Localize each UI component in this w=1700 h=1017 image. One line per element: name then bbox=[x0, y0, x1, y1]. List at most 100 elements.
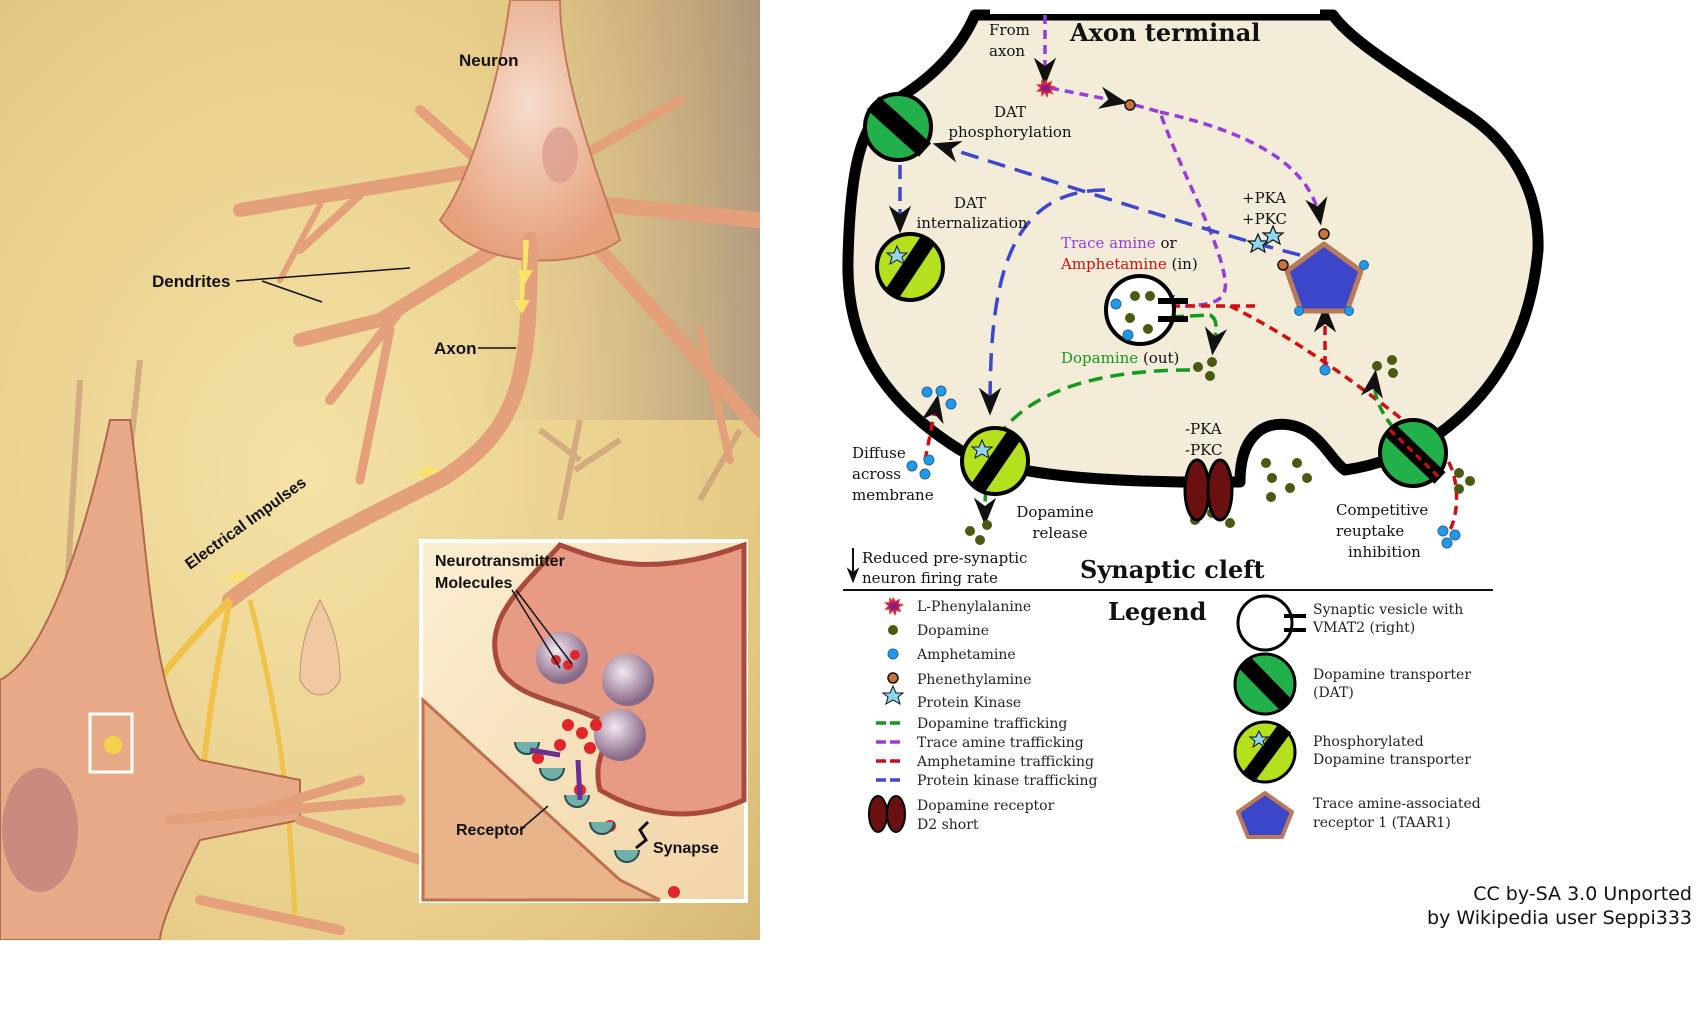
title-synaptic-cleft: Synaptic cleft bbox=[1080, 555, 1265, 584]
protein-kinase-icon bbox=[1261, 224, 1285, 246]
amphetamine-molecules bbox=[906, 364, 1461, 549]
title-legend: Legend bbox=[1108, 597, 1207, 626]
pk-to-phosphorylated-dat bbox=[978, 188, 1106, 416]
vesicle bbox=[602, 654, 654, 706]
legend-label: Dopamine bbox=[917, 623, 989, 639]
label-dopamine-release: release bbox=[1032, 524, 1087, 542]
title-axon-terminal: Axon terminal bbox=[1069, 18, 1260, 47]
label-dopamine: Dopamine bbox=[1061, 349, 1138, 367]
synapse-bulb bbox=[104, 736, 122, 754]
lower-neuron-dendrites bbox=[165, 775, 425, 935]
license-credit: CC by-SA 3.0 Unported bbox=[1473, 883, 1692, 905]
legend-label: D2 short bbox=[917, 817, 979, 833]
vmat2-upper bbox=[1158, 298, 1188, 304]
legend-label: Dopamine trafficking bbox=[917, 716, 1067, 732]
label-or: or bbox=[1156, 234, 1178, 252]
legend-right: Synaptic vesicle with VMAT2 (right) Dopa… bbox=[1233, 594, 1481, 839]
neuron-nucleus bbox=[542, 127, 578, 183]
dat-transporter bbox=[863, 92, 933, 162]
label-receptor: Receptor bbox=[456, 822, 525, 839]
label-dat-phosphorylation: phosphorylation bbox=[948, 123, 1072, 141]
legend-label: Dopamine receptor bbox=[917, 798, 1055, 814]
legend-label: Protein kinase trafficking bbox=[917, 773, 1098, 789]
l-phenylalanine-icon bbox=[884, 597, 905, 617]
main-axon bbox=[222, 232, 538, 608]
label-molecules: Molecules bbox=[435, 575, 512, 592]
legend-label: Trace amine trafficking bbox=[917, 735, 1084, 751]
label-from-axon: From bbox=[989, 21, 1030, 39]
label-amphetamine-in: Amphetamine (in) bbox=[1060, 255, 1198, 273]
l-phenylalanine-molecule bbox=[1036, 79, 1057, 99]
terminal-top-mask bbox=[990, 0, 1320, 14]
dopamine-receptor-icon bbox=[886, 795, 906, 833]
protein-kinase-icon bbox=[885, 244, 909, 266]
label-reduced-firing: Reduced pre-synaptic bbox=[862, 549, 1027, 567]
label-dat-internalization: DAT bbox=[954, 194, 986, 212]
axon-terminal-glow bbox=[247, 599, 298, 921]
dat-icon bbox=[1233, 652, 1297, 716]
dat-mechanism-diagram: Axon terminal bbox=[820, 0, 1700, 1017]
protein-kinase-icon bbox=[970, 438, 994, 460]
taar1-icon bbox=[1236, 791, 1294, 839]
lower-neuron-nucleus bbox=[2, 768, 78, 892]
vmat2-lower bbox=[1158, 316, 1188, 322]
trace-amine-path bbox=[1049, 86, 1128, 109]
label-amphetamine: Amphetamine bbox=[1060, 255, 1167, 273]
legend-label: Dopamine transporter bbox=[1313, 752, 1471, 768]
label-in: (in) bbox=[1167, 255, 1198, 273]
neuron-illustration-svg: Neuron Dendrites Axon Electrical Impulse… bbox=[0, 0, 768, 941]
label-dendrites: Dendrites bbox=[152, 272, 230, 291]
amphetamine-icon bbox=[887, 648, 899, 660]
label-pka-minus: -PKA bbox=[1185, 420, 1222, 438]
legend-label: Trace amine-associated bbox=[1313, 796, 1481, 812]
label-out: (out) bbox=[1138, 349, 1179, 367]
legend-label: VMAT2 (right) bbox=[1312, 620, 1415, 636]
label-pka-plus: +PKA bbox=[1242, 189, 1286, 207]
label-neurotransmitter: Neurotransmitter bbox=[435, 553, 565, 570]
label-neuron: Neuron bbox=[459, 51, 519, 70]
vesicle bbox=[594, 709, 646, 761]
label-competitive-reuptake: Competitive bbox=[1336, 501, 1428, 519]
amphetamine-diffusion bbox=[921, 394, 944, 461]
synaptic-vesicle-icon bbox=[1236, 594, 1294, 652]
vesicle bbox=[536, 632, 588, 684]
legend-label: Amphetamine trafficking bbox=[916, 754, 1094, 770]
dopamine-out-of-vesicle bbox=[1149, 313, 1228, 356]
synaptic-vesicle-icon bbox=[1284, 628, 1306, 632]
protein-kinase-icon bbox=[1246, 232, 1270, 254]
legend-label: Phosphorylated bbox=[1313, 734, 1424, 750]
release-arrows bbox=[529, 747, 583, 801]
legend-label: (DAT) bbox=[1313, 685, 1354, 701]
dat-transporter-reuptake bbox=[1378, 418, 1448, 488]
label-dat-internalization: internalization bbox=[916, 214, 1027, 232]
label-diffuse: membrane bbox=[852, 486, 934, 504]
label-reduced-firing: neuron firing rate bbox=[862, 569, 998, 587]
legend-label: receptor 1 (TAAR1) bbox=[1313, 815, 1451, 831]
label-trace-amine-or: Trace amine or bbox=[1061, 234, 1177, 252]
impulse-arrows bbox=[214, 240, 533, 585]
label-dat-phosphorylation: DAT bbox=[994, 103, 1026, 121]
synaptic-vesicle-icon bbox=[1284, 614, 1306, 618]
amphetamine-through-dat bbox=[1229, 304, 1459, 531]
label-pkc-plus: +PKC bbox=[1242, 210, 1287, 228]
label-trace-amine: Trace amine bbox=[1061, 234, 1156, 252]
dopamine-receptor-icon bbox=[868, 795, 888, 833]
axon-terminal-membrane bbox=[842, 9, 1544, 488]
synapse-bracket bbox=[635, 820, 650, 850]
legend-label: Protein Kinase bbox=[917, 695, 1021, 711]
protein-kinase-icon bbox=[1248, 729, 1270, 749]
legend-label: Phenethylamine bbox=[917, 672, 1031, 688]
legend-label: L-Phenylalanine bbox=[917, 599, 1031, 615]
protein-kinase-icon bbox=[881, 684, 905, 706]
legend-left: L-Phenylalanine Dopamine Amphetamine Phe… bbox=[868, 597, 1098, 833]
label-diffuse: Diffuse bbox=[852, 444, 906, 462]
phenethylamine-molecule bbox=[1124, 99, 1136, 111]
label-competitive-reuptake: reuptake bbox=[1336, 522, 1404, 540]
synapse-inset: Neurotransmitter Molecules Receptor Syna… bbox=[419, 539, 748, 903]
phenethylamine-icon bbox=[887, 672, 899, 684]
receptor-leader bbox=[519, 805, 549, 831]
legend-label: Dopamine transporter bbox=[1313, 667, 1471, 683]
label-pkc-minus: -PKC bbox=[1185, 441, 1222, 459]
legend-label: Synaptic vesicle with bbox=[1313, 602, 1463, 618]
author-credit: by Wikipedia user Seppi333 bbox=[1427, 907, 1692, 929]
